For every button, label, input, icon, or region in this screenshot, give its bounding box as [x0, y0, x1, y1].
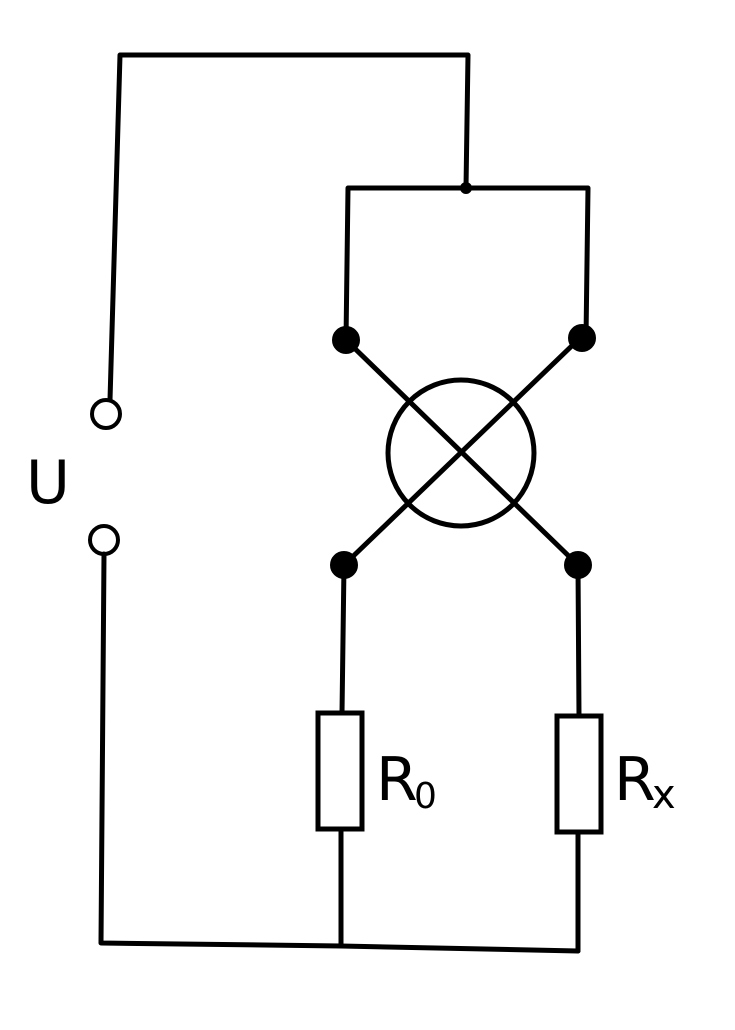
- branch-r0: [315, 562, 365, 949]
- rx-label: R: [614, 745, 656, 815]
- meter-terminal-top-right: [568, 324, 596, 352]
- source-terminal-bottom: [88, 524, 120, 556]
- return-wire: [98, 551, 581, 954]
- meter-coil-b: [341, 335, 583, 568]
- rx-subscript: x: [652, 772, 676, 818]
- resistor-r0: [315, 710, 365, 832]
- meter-circle: [385, 377, 537, 529]
- r0-subscript: 0: [414, 776, 437, 817]
- branch-rx: [554, 562, 604, 954]
- meter: [341, 335, 583, 568]
- r0-label: R: [376, 745, 418, 815]
- source-terminal-top: [90, 398, 122, 430]
- meter-terminal-top-left: [332, 326, 360, 354]
- resistor-rx: [554, 713, 604, 835]
- top-bus-wire: [343, 182, 591, 343]
- supply-wire-top: [107, 52, 471, 403]
- top-junction-dot: [460, 182, 472, 194]
- source-label: U: [26, 448, 70, 518]
